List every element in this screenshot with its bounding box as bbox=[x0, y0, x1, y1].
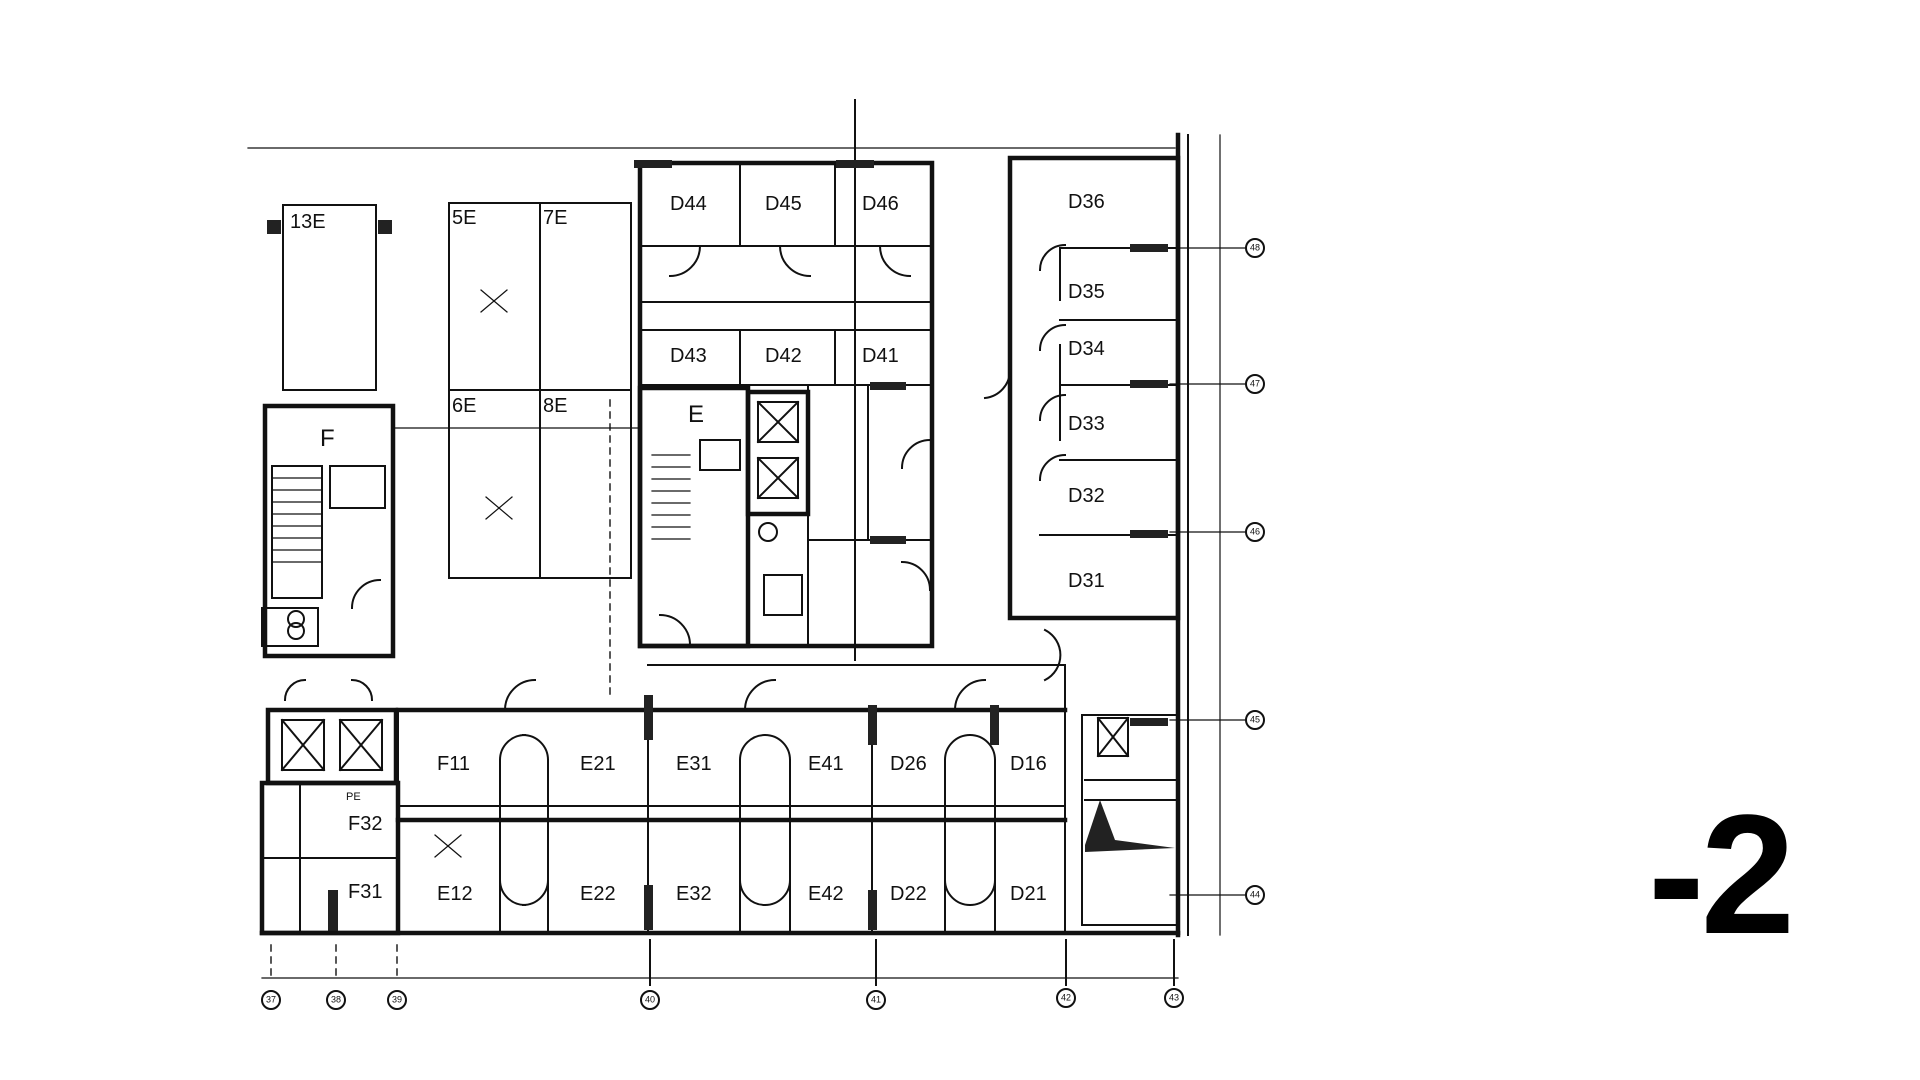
room-label-7e: 7E bbox=[543, 207, 567, 229]
room-label-d35: D35 bbox=[1068, 281, 1105, 303]
svg-text:41: 41 bbox=[871, 994, 881, 1004]
svg-text:45: 45 bbox=[1250, 714, 1260, 724]
room-label-6e: 6E bbox=[452, 395, 476, 417]
room-label-d34: D34 bbox=[1068, 338, 1105, 360]
grid-bubble-37: 37 bbox=[261, 990, 281, 1010]
room-label-e41: E41 bbox=[808, 753, 844, 775]
svg-text:44: 44 bbox=[1250, 889, 1260, 899]
room-label-e22: E22 bbox=[580, 883, 616, 905]
room-label-d36: D36 bbox=[1068, 191, 1105, 213]
room-label-d45: D45 bbox=[765, 193, 802, 215]
grid-bubble-48: 48 bbox=[1245, 238, 1265, 258]
room-label-d42: D42 bbox=[765, 345, 802, 367]
grid-bubble-38: 38 bbox=[326, 990, 346, 1010]
room-label-d41: D41 bbox=[862, 345, 899, 367]
room-label-d32: D32 bbox=[1068, 485, 1105, 507]
room-label-d22: D22 bbox=[890, 883, 927, 905]
room-label-d26: D26 bbox=[890, 753, 927, 775]
svg-text:47: 47 bbox=[1250, 378, 1260, 388]
room-label-f31: F31 bbox=[348, 881, 382, 903]
grid-bubble-45: 45 bbox=[1245, 710, 1265, 730]
room-label-d44: D44 bbox=[670, 193, 707, 215]
room-label-f32: F32 bbox=[348, 813, 382, 835]
svg-text:43: 43 bbox=[1169, 992, 1179, 1002]
svg-text:42: 42 bbox=[1061, 992, 1071, 1002]
grid-bubble-44: 44 bbox=[1245, 885, 1265, 905]
room-label-d43: D43 bbox=[670, 345, 707, 367]
grid-bubble-39: 39 bbox=[387, 990, 407, 1010]
room-label-f: F bbox=[320, 425, 335, 452]
room-label-d16: D16 bbox=[1010, 753, 1047, 775]
grid-bubble-43: 43 bbox=[1164, 988, 1184, 1008]
room-label-e21: E21 bbox=[580, 753, 616, 775]
room-label-e32: E32 bbox=[676, 883, 712, 905]
grid-bubble-47: 47 bbox=[1245, 374, 1265, 394]
grid-bubble-40: 40 bbox=[640, 990, 660, 1010]
room-label-d31: D31 bbox=[1068, 570, 1105, 592]
room-label-e: E bbox=[688, 401, 704, 428]
room-label-e42: E42 bbox=[808, 883, 844, 905]
level-label: -2 bbox=[1648, 780, 1795, 970]
svg-text:46: 46 bbox=[1250, 526, 1260, 536]
room-label-8e: 8E bbox=[543, 395, 567, 417]
svg-text:37: 37 bbox=[266, 994, 276, 1004]
room-label-d33: D33 bbox=[1068, 413, 1105, 435]
room-label-pe: PE bbox=[346, 791, 361, 803]
room-label-d46: D46 bbox=[862, 193, 899, 215]
svg-text:48: 48 bbox=[1250, 242, 1260, 252]
svg-text:39: 39 bbox=[392, 994, 402, 1004]
svg-text:38: 38 bbox=[331, 994, 341, 1004]
grid-bubble-41: 41 bbox=[866, 990, 886, 1010]
room-label-5e: 5E bbox=[452, 207, 476, 229]
room-label-e12: E12 bbox=[437, 883, 473, 905]
grid-bubble-46: 46 bbox=[1245, 522, 1265, 542]
svg-text:40: 40 bbox=[645, 994, 655, 1004]
grid-bubble-42: 42 bbox=[1056, 988, 1076, 1008]
room-label-13e: 13E bbox=[290, 211, 326, 233]
room-label-e31: E31 bbox=[676, 753, 712, 775]
room-label-d21: D21 bbox=[1010, 883, 1047, 905]
room-label-f11: F11 bbox=[437, 753, 470, 775]
